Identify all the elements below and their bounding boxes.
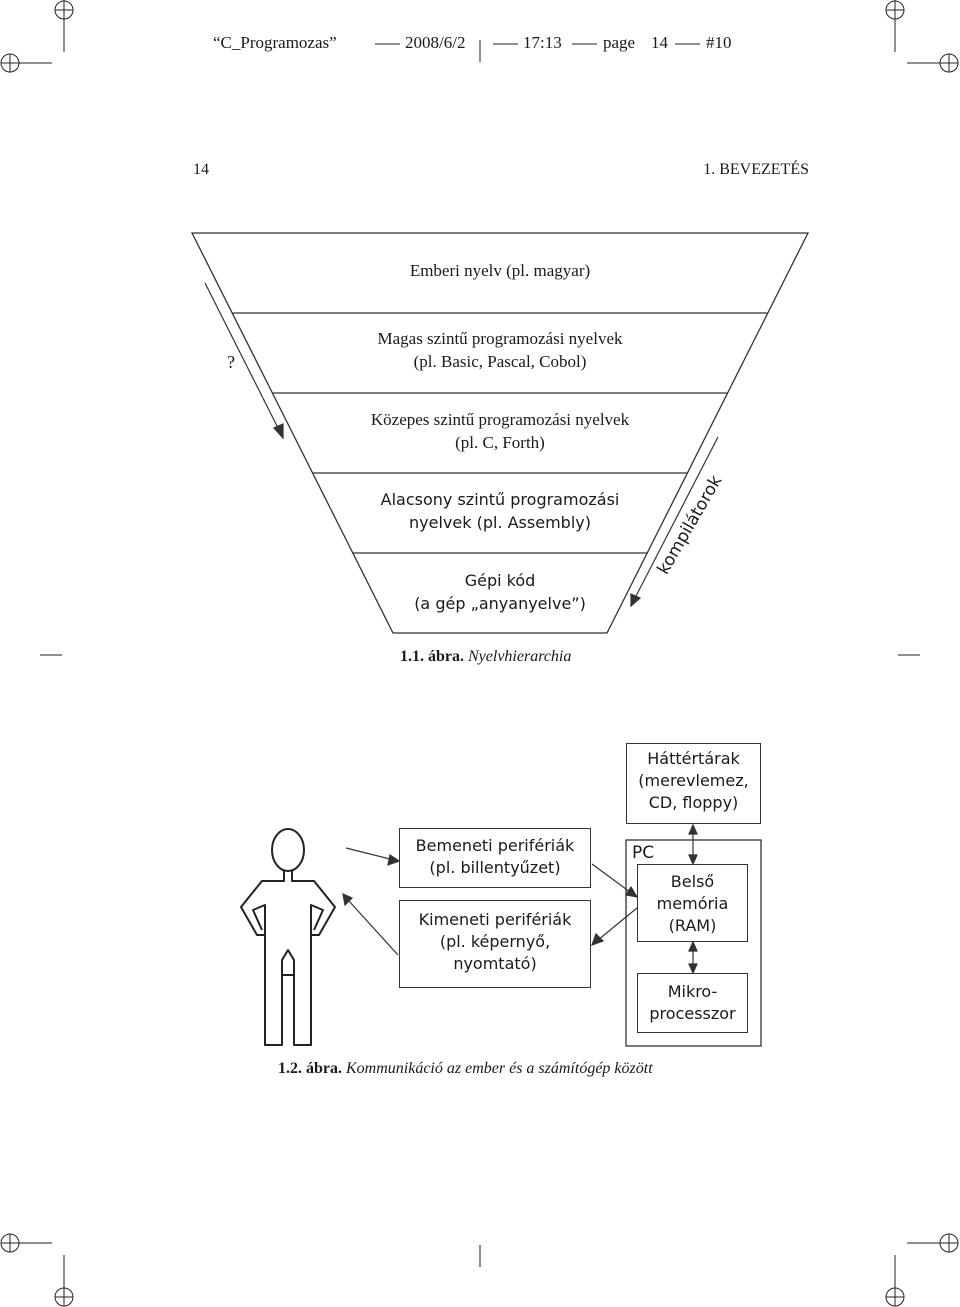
layer-text: Alacsony szintű programozási: [380, 490, 620, 509]
box-line: memória: [656, 894, 729, 913]
storage-box: Háttértárak (merevlemez, CD, floppy): [626, 743, 761, 824]
box-line: (RAM): [668, 916, 717, 935]
figure2-arrows: [342, 823, 698, 975]
figure1-caption: 1.1. ábra. Nyelvhierarchia: [400, 648, 571, 666]
box-line: Kimeneti perifériák: [418, 910, 572, 929]
layer-example: nyelvek (pl. Assembly): [409, 513, 591, 532]
layer-text: Gépi kód: [464, 571, 536, 590]
box-line: (pl. képernyő,: [439, 932, 551, 951]
figure2-caption: 1.2. ábra. Kommunikáció az ember és a sz…: [278, 1060, 653, 1078]
layer-example: (a gép „anyanyelve”): [414, 594, 586, 613]
page-number: 14: [193, 161, 209, 178]
layer-text: Emberi nyelv (pl. magyar): [409, 261, 591, 280]
chapter-title: 1. BEVEZETÉS: [703, 161, 809, 178]
memory-box: Belső memória (RAM): [637, 864, 748, 942]
slug-line: “C_Programozas”: [213, 33, 337, 53]
figure2-caption-text: Kommunikáció az ember és a számítógép kö…: [346, 1060, 653, 1077]
layer-example: (pl. C, Forth): [455, 433, 545, 452]
box-line: (merevlemez,: [638, 771, 749, 790]
box-line: Belső: [670, 872, 715, 891]
layer-example: (pl. Basic, Pascal, Cobol): [413, 352, 587, 371]
pc-label: PC: [632, 843, 655, 863]
box-line: nyomtató): [453, 954, 537, 973]
figure1-caption-number: 1.1. ábra.: [400, 648, 464, 665]
layer-low-level: Alacsony szintű programozási nyelvek (pl…: [300, 488, 700, 534]
box-line: processzor: [649, 1004, 736, 1023]
slug-time: 17:13: [523, 33, 562, 52]
layer-text: Magas szintű programozási nyelvek: [377, 329, 623, 348]
box-line: Bemeneti perifériák: [415, 836, 575, 855]
figure2-caption-number: 1.2. ábra.: [278, 1060, 342, 1077]
layer-mid-level: Közepes szintű programozási nyelvek (pl.…: [300, 408, 700, 454]
slug-filename: C_Programozas: [220, 33, 330, 52]
hierarchy-trapezoid: [190, 232, 810, 634]
box-line: CD, floppy): [648, 793, 739, 812]
layer-high-level: Magas szintű programozási nyelvek (pl. B…: [300, 327, 700, 373]
layer-human-language: Emberi nyelv (pl. magyar): [300, 259, 700, 282]
layer-machine-code: Gépi kód (a gép „anyanyelve”): [300, 569, 700, 615]
box-line: (pl. billentyűzet): [429, 858, 561, 877]
box-line: Háttértárak: [647, 749, 740, 768]
slug-date: 2008/6/2: [405, 33, 466, 52]
question-arrow: [204, 282, 284, 440]
slug-sheet: #10: [706, 33, 732, 52]
slug-page-no: 14: [651, 33, 668, 52]
question-mark: ?: [227, 352, 235, 372]
pc-enclosure: [625, 839, 762, 1047]
layer-text: Közepes szintű programozási nyelvek: [370, 410, 630, 429]
output-peripherals-box: Kimeneti perifériák (pl. képernyő, nyomt…: [399, 900, 591, 988]
slug-file: “: [213, 33, 221, 52]
slug-page-word: page: [603, 33, 636, 52]
compiler-arrow: [630, 436, 719, 608]
person-figure: [240, 828, 336, 1046]
box-line: Mikro-: [667, 982, 718, 1001]
slug-close-quote: ”: [329, 33, 337, 52]
input-peripherals-box: Bemeneti perifériák (pl. billentyűzet): [399, 828, 591, 888]
figure1-caption-text: Nyelvhierarchia: [468, 648, 572, 665]
processor-box: Mikro- processzor: [637, 973, 748, 1033]
